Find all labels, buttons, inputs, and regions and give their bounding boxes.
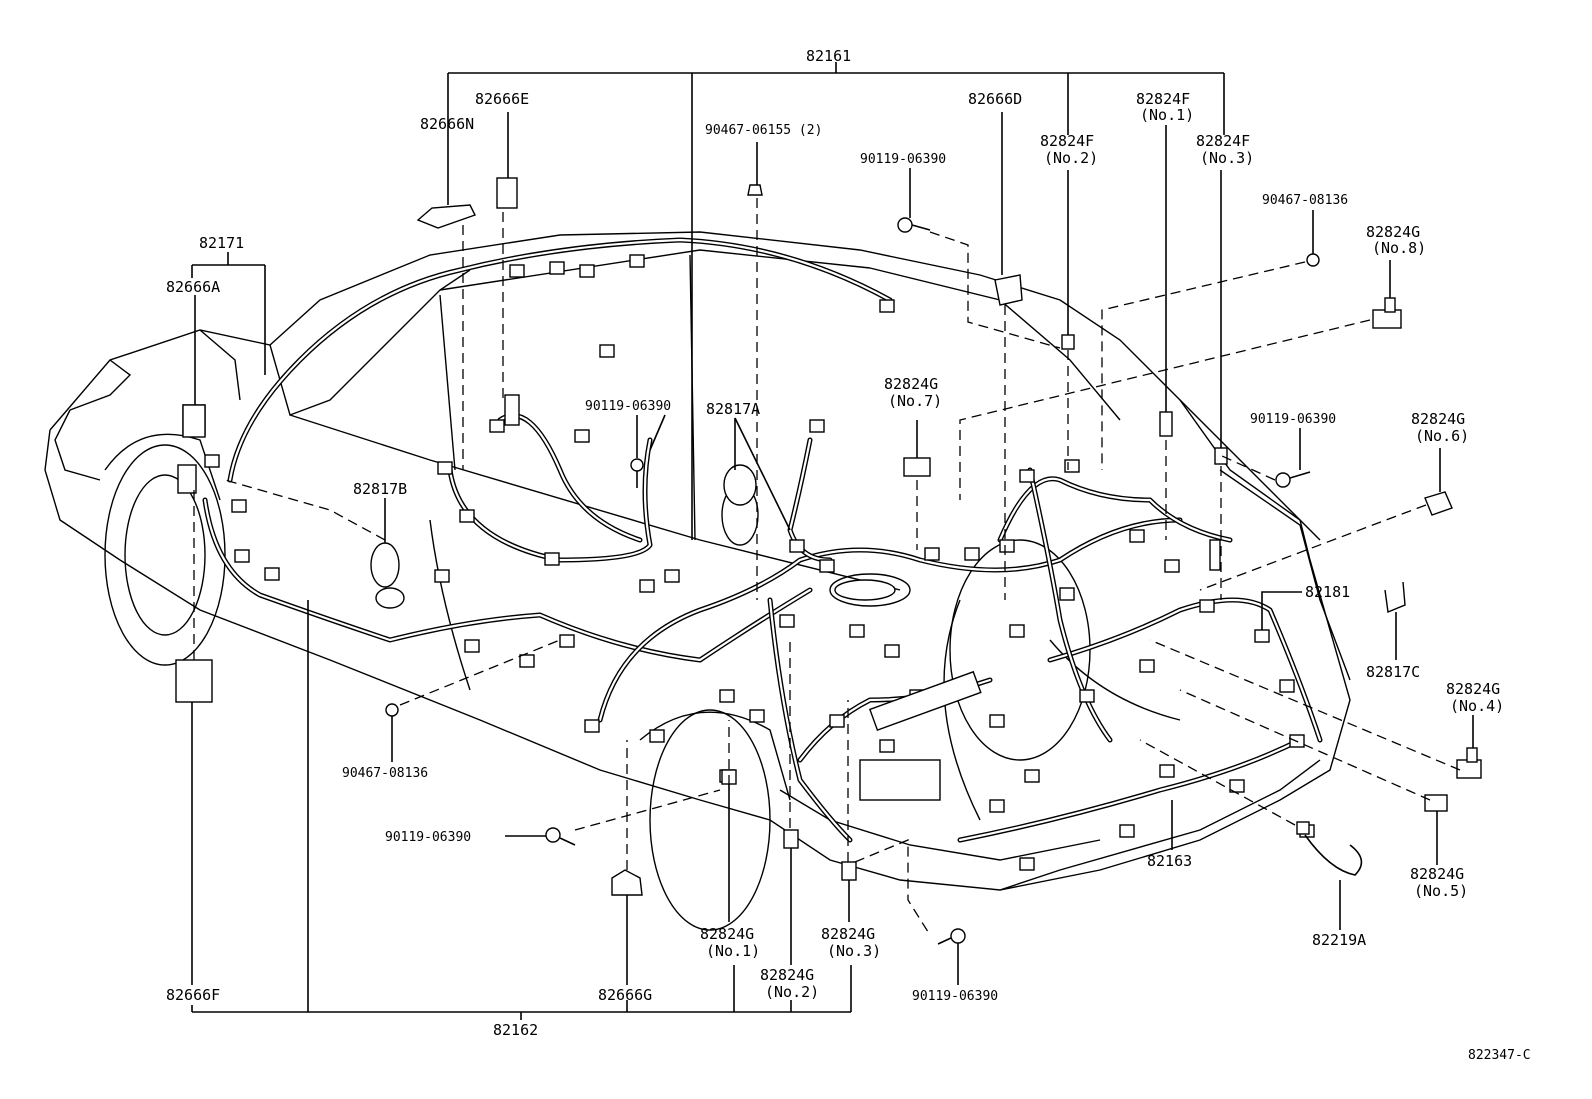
label-82824G-no1-sub: (No.1) xyxy=(706,942,760,960)
wire-harness xyxy=(202,237,1323,843)
label-90119-06390-bottom: 90119-06390 xyxy=(912,989,998,1004)
label-90119-06390-top: 90119-06390 xyxy=(860,152,946,167)
label-82824G-no6: 82824G xyxy=(1411,410,1465,428)
label-82824G-no2-sub: (No.2) xyxy=(765,983,819,1001)
label-82817C: 82817C xyxy=(1366,663,1420,681)
label-82824G-no8: 82824G xyxy=(1366,223,1420,241)
label-82666E: 82666E xyxy=(475,90,529,108)
drawing-code: 822347-C xyxy=(1468,1048,1531,1063)
loose-parts xyxy=(175,177,1482,945)
label-82824G-no3-sub: (No.3) xyxy=(827,942,881,960)
label-82824G-no8-sub: (No.8) xyxy=(1372,239,1426,257)
label-90467-06155: 90467-06155 (2) xyxy=(705,123,822,138)
label-82824G-no1: 82824G xyxy=(700,925,754,943)
label-90467-08136-right: 90467-08136 xyxy=(1262,193,1348,208)
label-82824G-no5: 82824G xyxy=(1410,865,1464,883)
label-82161: 82161 xyxy=(806,47,851,65)
label-82824F-no3-sub: (No.3) xyxy=(1200,149,1254,167)
label-82824G-no4-sub: (No.4) xyxy=(1450,697,1504,715)
label-82817B: 82817B xyxy=(353,480,407,498)
label-82666N: 82666N xyxy=(420,115,474,133)
label-82824G-no6-sub: (No.6) xyxy=(1415,427,1469,445)
leader-lines xyxy=(191,62,1474,1020)
label-82666A: 82666A xyxy=(166,278,220,296)
label-82171: 82171 xyxy=(199,234,244,252)
label-82163: 82163 xyxy=(1147,852,1192,870)
label-82162: 82162 xyxy=(493,1021,538,1039)
label-90467-08136-left: 90467-08136 xyxy=(342,766,428,781)
label-82824G-no5-sub: (No.5) xyxy=(1414,882,1468,900)
label-82219A: 82219A xyxy=(1312,931,1366,949)
label-82666G: 82666G xyxy=(598,986,652,1004)
label-90119-06390-right: 90119-06390 xyxy=(1250,412,1336,427)
label-82824G-no7: 82824G xyxy=(884,375,938,393)
label-82824G-no7-sub: (No.7) xyxy=(888,392,942,410)
label-82824F-no3: 82824F xyxy=(1196,132,1250,150)
label-82824F-no2: 82824F xyxy=(1040,132,1094,150)
label-90119-06390-center: 90119-06390 xyxy=(585,399,671,414)
label-82666F: 82666F xyxy=(166,986,220,1004)
label-82817A: 82817A xyxy=(706,400,760,418)
label-82824G-no2: 82824G xyxy=(760,966,814,984)
label-82824G-no3: 82824G xyxy=(821,925,875,943)
label-82824F-no1: 82824F xyxy=(1136,90,1190,108)
label-90119-06390-left: 90119-06390 xyxy=(385,830,471,845)
label-82824G-no4: 82824G xyxy=(1446,680,1500,698)
label-82666D: 82666D xyxy=(968,90,1022,108)
dashed-leaders xyxy=(193,198,1461,936)
label-82824F-no1-sub: (No.1) xyxy=(1140,106,1194,124)
connector-blocks xyxy=(177,254,1315,871)
part-labels: 82161 82666E 82666N 90467-06155 (2) 9011… xyxy=(166,47,1531,1063)
label-82181: 82181 xyxy=(1305,583,1350,601)
label-82824F-no2-sub: (No.2) xyxy=(1044,149,1098,167)
